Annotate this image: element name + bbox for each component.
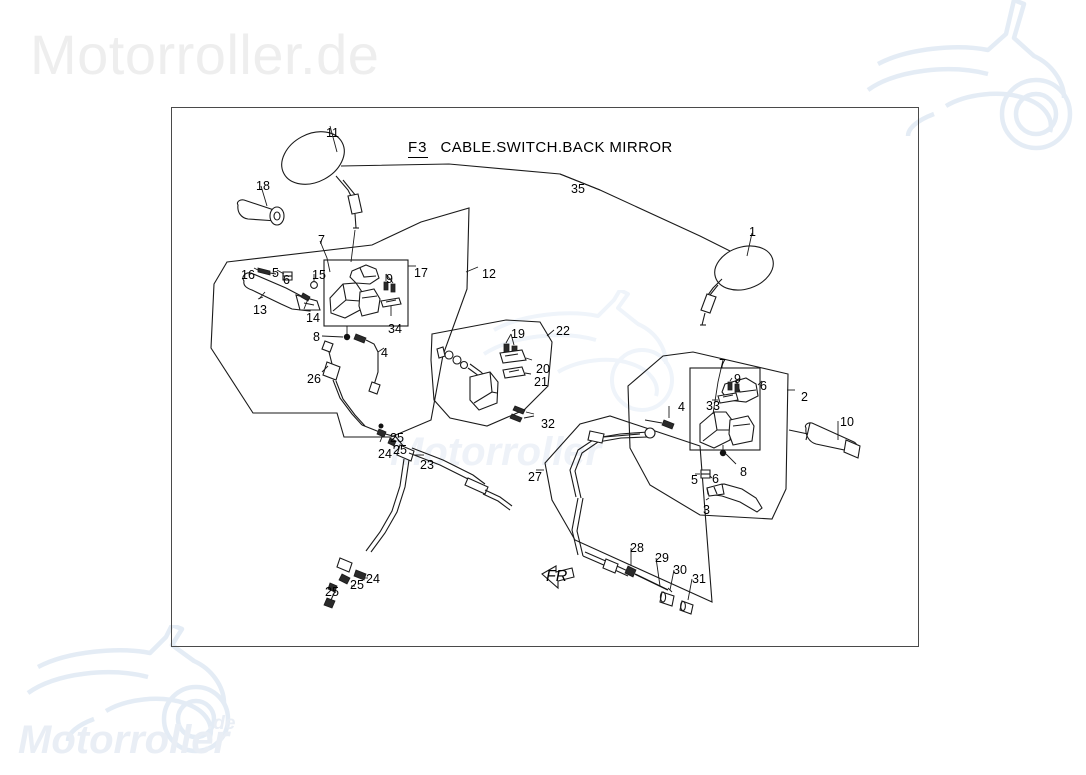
watermark-top-text: Motorroller.de <box>30 23 380 86</box>
callout-screw-speedo: 19 <box>511 327 525 341</box>
callout-lever-bolt: 14 <box>306 311 320 325</box>
callout-cable-end-lower: 24 <box>366 572 380 586</box>
callout-cable-nipple-c: 25 <box>350 578 364 592</box>
callout-switch-wire-left: 4 <box>381 346 388 360</box>
callout-cable-nipple-d: 25 <box>325 585 339 599</box>
callout-spacer: 30 <box>673 563 687 577</box>
watermark-bottom-suffix: .de <box>208 713 236 734</box>
brake-cable-outline-part <box>536 415 713 615</box>
cable-junction-part <box>361 424 513 553</box>
callout-left-assembly-outline: 12 <box>482 267 496 281</box>
callout-washer: 15 <box>312 268 326 282</box>
callout-cable-end-upper: 24 <box>378 447 392 461</box>
callout-left-switch-box: 17 <box>414 266 428 280</box>
callout-screw-right: 7 <box>719 357 726 371</box>
direction-marker-label: FR <box>546 568 568 585</box>
diagram-title-text: CABLE.SWITCH.BACK MIRROR <box>440 139 673 156</box>
callout-bolt-left: 8 <box>313 330 320 344</box>
pointer-mirror-stem <box>350 229 356 263</box>
callout-nut-small: 31 <box>692 572 706 586</box>
callout-cable-nipple-b: 25 <box>393 443 407 457</box>
callout-cable-clamp: 20 <box>536 362 550 376</box>
callout-screw-pair: 32 <box>541 417 555 431</box>
diagram-frame <box>171 107 919 647</box>
lever-bolt-part <box>300 292 311 310</box>
callout-cable-nipple-a: 25 <box>390 431 404 445</box>
callout-switch-contact: 34 <box>388 322 402 336</box>
speedometer-cable-outline-part <box>430 319 555 427</box>
pointer-7-left <box>319 240 331 273</box>
callout-screw-left: 7 <box>318 233 325 247</box>
throttle-cable-part <box>321 340 366 427</box>
callout-speedometer-cable-outline: 22 <box>556 324 570 338</box>
callout-back-mirror-right: 1 <box>749 225 756 239</box>
callout-bolt-right: 8 <box>740 465 747 479</box>
handlebar-grip-left-part <box>236 185 285 226</box>
callout-right-switch-assembly-box: 2 <box>801 390 808 404</box>
handlebar-part <box>340 163 745 259</box>
watermark-middle-text: Motorroller <box>390 430 602 474</box>
direction-arrow-icon <box>541 565 575 590</box>
callout-nut-left: 6 <box>283 273 290 287</box>
callout-cable-adjuster: 28 <box>630 541 644 555</box>
watermark-bottom-text: Motorroller <box>18 718 230 762</box>
right-assembly-outline-part <box>627 351 795 520</box>
throttle-grip-part <box>788 421 861 459</box>
callout-pivot-bolt-left: 5 <box>272 266 279 280</box>
callout-cable-junction: 23 <box>420 458 434 472</box>
callout-adjuster-screw: 16 <box>241 268 255 282</box>
callout-brake-cable-outline: 27 <box>528 470 542 484</box>
callout-throttle-cable: 26 <box>307 372 321 386</box>
callout-back-mirror-left: 11 <box>326 126 339 140</box>
callout-switch-plate: 33 <box>706 399 720 413</box>
callout-screw-set-left: 9 <box>386 272 393 286</box>
back-mirror-right-part <box>700 232 774 326</box>
callout-handlebar-grip-left: 18 <box>256 179 270 193</box>
callout-handlebar: 35 <box>571 182 585 196</box>
callout-switch-wire-right: 4 <box>678 400 685 414</box>
callout-nut-right-lower: 6 <box>712 472 719 486</box>
callout-pivot-bolt-right: 5 <box>691 473 698 487</box>
switch-wire-left-part <box>353 333 385 395</box>
bolt-left-part <box>321 326 351 341</box>
callout-throttle-grip: 10 <box>840 415 854 429</box>
callout-screw-set-right: 9 <box>734 372 741 386</box>
callout-brake-lever-right: 3 <box>703 503 710 517</box>
diagram-title-code: F3 <box>408 139 428 158</box>
left-switch-box-part <box>323 259 416 327</box>
diagram-title: F3 CABLE.SWITCH.BACK MIRROR <box>408 139 673 158</box>
pivot-bolt-left-part <box>276 269 293 281</box>
clutch-lever-left-part <box>242 272 321 312</box>
callout-nut-right: 6 <box>760 379 767 393</box>
callout-clutch-lever-left: 13 <box>253 303 267 317</box>
back-mirror-left-part <box>281 125 363 229</box>
washer-part <box>310 274 318 289</box>
adjuster-screw-part <box>253 267 277 276</box>
cable-nipple-upper-group <box>376 423 397 449</box>
left-assembly-outline-part <box>210 207 479 438</box>
cable-end-lower-group <box>323 557 368 609</box>
callout-cable-bolt: 29 <box>655 551 669 565</box>
callout-cable-guide: 21 <box>534 375 548 389</box>
